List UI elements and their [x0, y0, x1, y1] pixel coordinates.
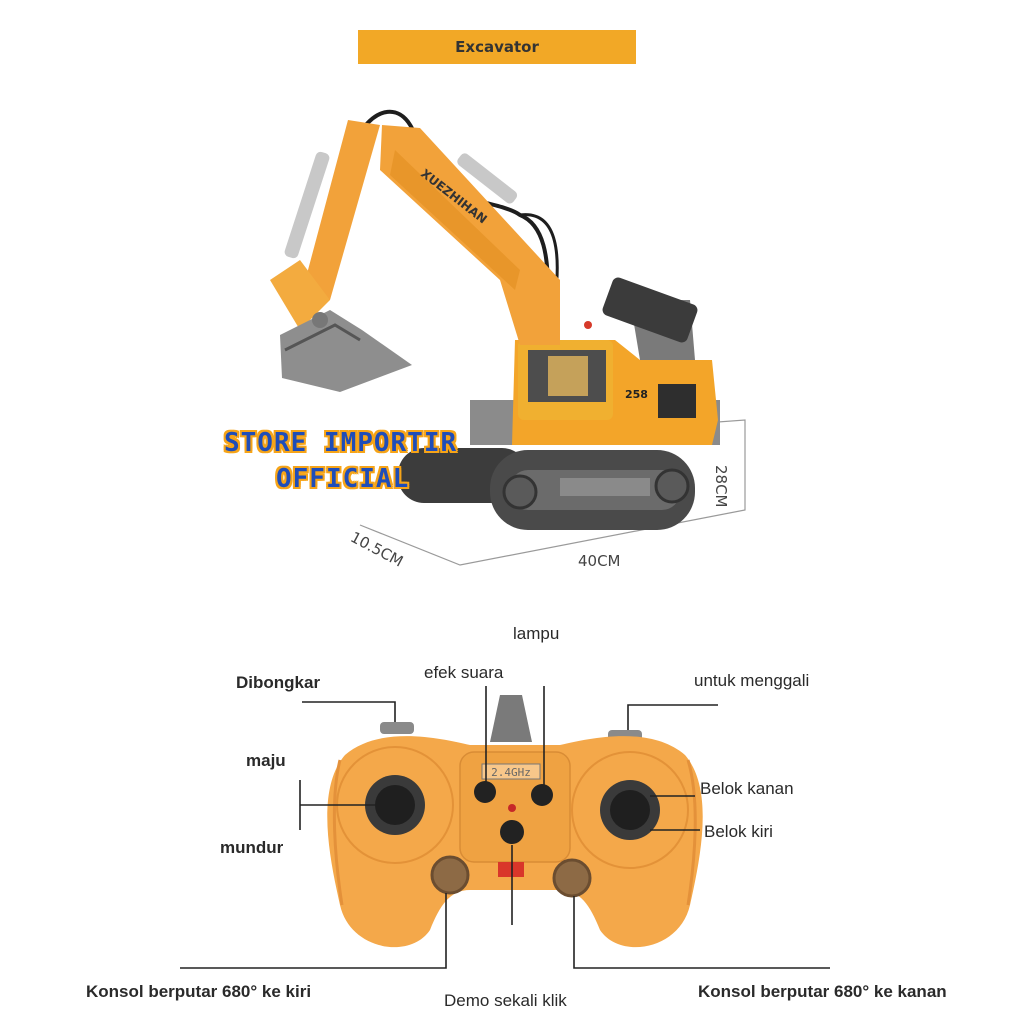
label-efek-suara: efek suara [424, 663, 504, 682]
dimension-height: 28CM [712, 465, 730, 508]
title-banner: Excavator [358, 30, 636, 64]
callout-lines [180, 686, 830, 969]
label-lampu: lampu [513, 624, 560, 643]
model-number: 258 [625, 388, 648, 401]
label-mundur: mundur [220, 838, 284, 857]
frequency-badge: 2.4GHz [491, 766, 531, 779]
label-konsol-kiri: Konsol berputar 680° ke kiri [86, 982, 312, 1001]
label-dibongkar: Dibongkar [236, 673, 321, 692]
watermark-line2: OFFICIAL [276, 464, 410, 494]
label-belok-kiri: Belok kiri [704, 822, 773, 841]
watermark: STORE IMPORTIR [224, 428, 457, 458]
label-untuk-menggali: untuk menggali [694, 671, 810, 690]
watermark-line1: STORE IMPORTIR [224, 428, 458, 458]
label-maju: maju [246, 751, 286, 770]
dimension-length: 40CM [578, 552, 621, 570]
watermark-second-line: OFFICIAL [276, 464, 409, 494]
remote-image: 2.4GHz [327, 695, 703, 948]
label-belok-kanan: Belok kanan [700, 779, 794, 798]
page-title: Excavator [455, 38, 539, 56]
excavator-image: 258 XUEZHIHAN [270, 109, 746, 566]
label-konsol-kanan: Konsol berputar 680° ke kanan [698, 982, 947, 1001]
label-demo: Demo sekali klik [444, 991, 567, 1010]
